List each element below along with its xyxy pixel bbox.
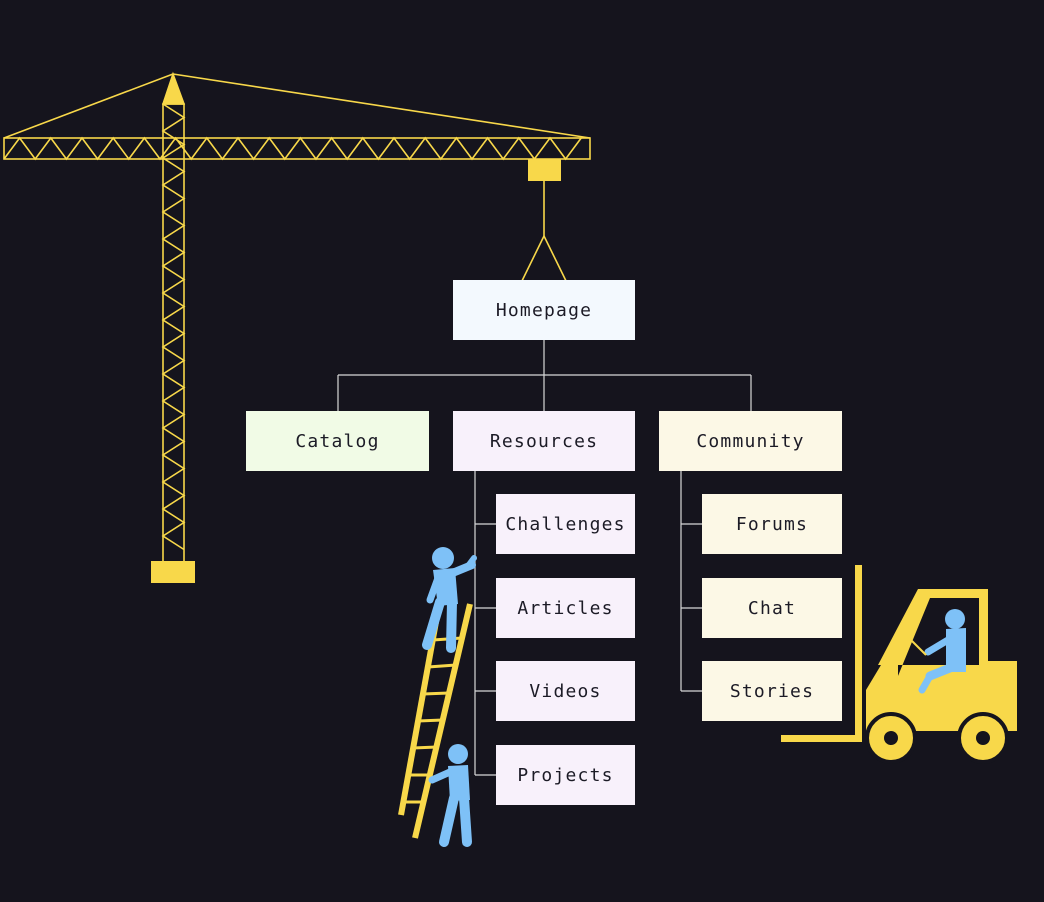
climbing-worker-icon xyxy=(428,744,472,847)
forklift-icon xyxy=(781,565,1017,764)
node-challenges: Challenges xyxy=(496,494,635,554)
node-catalog: Catalog xyxy=(246,411,429,471)
tree-connectors xyxy=(337,339,752,776)
node-articles: Articles xyxy=(496,578,635,638)
node-resources: Resources xyxy=(453,411,635,471)
node-homepage: Homepage xyxy=(453,280,635,340)
node-projects: Projects xyxy=(496,745,635,805)
node-community: Community xyxy=(659,411,842,471)
node-forums: Forums xyxy=(702,494,842,554)
node-videos: Videos xyxy=(496,661,635,721)
tower-crane-icon xyxy=(3,71,591,583)
node-chat: Chat xyxy=(702,578,842,638)
climbing-worker-icon xyxy=(422,547,477,653)
node-stories: Stories xyxy=(702,661,842,721)
ladder-icon xyxy=(398,603,473,839)
